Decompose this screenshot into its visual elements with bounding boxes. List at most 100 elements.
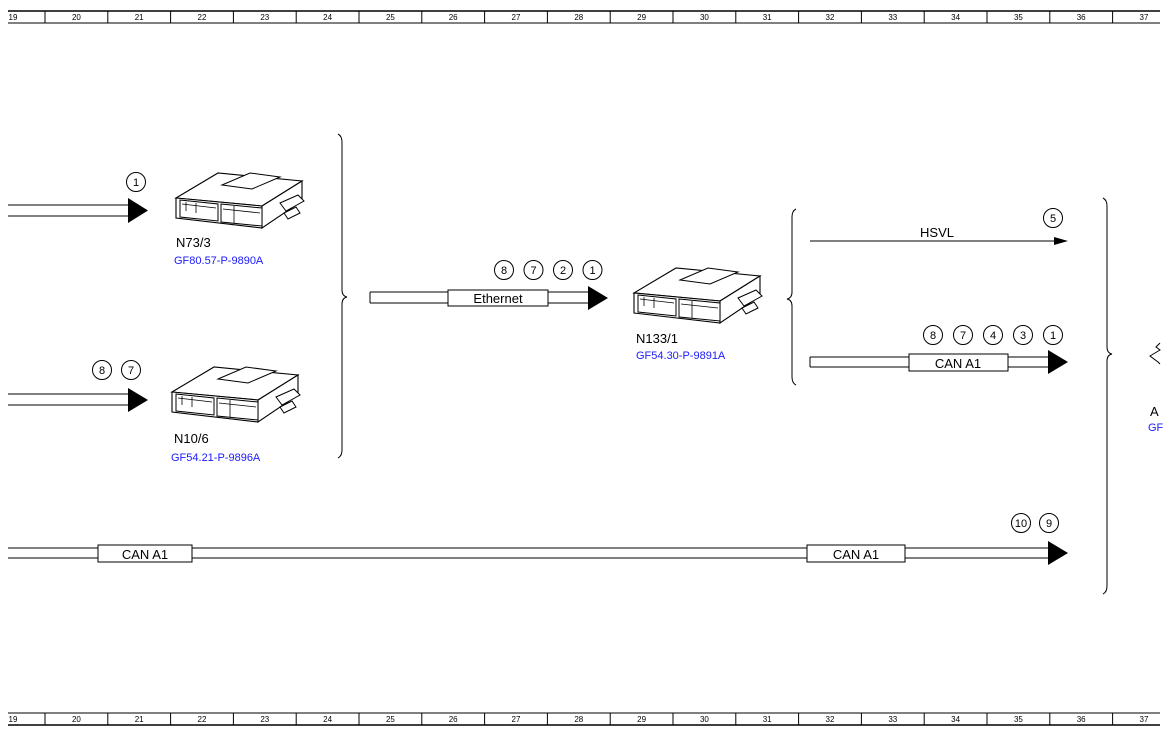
- module-ref-n133[interactable]: GF54.30-P-9891A: [636, 350, 726, 362]
- ethernet-label: Ethernet: [473, 291, 523, 306]
- top-ruler-number: 19: [9, 13, 18, 22]
- can-a1-upper-line: [809, 350, 1068, 374]
- brace-right: [1102, 197, 1113, 595]
- marker-number: 2: [560, 265, 566, 277]
- marker-group-n73: 1: [126, 172, 146, 192]
- marker-number: 1: [133, 177, 139, 189]
- bottom-ruler-number: 37: [1140, 715, 1149, 724]
- partial-module-icon: [1149, 342, 1161, 365]
- brace-middle: [786, 208, 797, 386]
- marker-number: 7: [960, 330, 966, 342]
- module-name-n133: N133/1: [636, 331, 678, 346]
- top-ruler-number: 26: [449, 13, 458, 22]
- top-ruler-number: 21: [135, 13, 144, 22]
- marker-circle: [983, 325, 1003, 345]
- top-ruler-number: 23: [260, 13, 269, 22]
- marker-circle: [1043, 208, 1063, 228]
- top-ruler-number: 24: [323, 13, 332, 22]
- bottom-ruler-number: 22: [198, 715, 207, 724]
- top-ruler-number: 32: [826, 13, 835, 22]
- marker-group-can-bottom: 10 9: [1011, 513, 1059, 533]
- bottom-ruler-number: 32: [826, 715, 835, 724]
- module-ref-n73[interactable]: GF80.57-P-9890A: [174, 255, 264, 267]
- bottom-ruler-number: 27: [512, 715, 521, 724]
- arrow-icon: [128, 198, 148, 223]
- arrow-icon: [588, 286, 608, 310]
- marker-number: 8: [930, 330, 936, 342]
- marker-number: 8: [501, 265, 507, 277]
- top-ruler-number: 33: [888, 13, 897, 22]
- module-ref-partial[interactable]: GF: [1148, 422, 1164, 434]
- bottom-ruler-number: 21: [135, 715, 144, 724]
- n73-input-line: [8, 198, 148, 223]
- bottom-ruler-number: 23: [260, 715, 269, 724]
- marker-number: 9: [1046, 518, 1052, 530]
- bottom-ruler-number: 28: [574, 715, 583, 724]
- marker-number: 3: [1020, 330, 1026, 342]
- marker-circle: [553, 260, 573, 280]
- top-ruler-number: 22: [198, 13, 207, 22]
- top-ruler-number: 30: [700, 13, 709, 22]
- can-a1-upper-label: CAN A1: [935, 356, 981, 371]
- n10-input-line: [8, 388, 148, 412]
- top-ruler-number: 25: [386, 13, 395, 22]
- top-ruler-number: 31: [763, 13, 772, 22]
- marker-circle: [92, 360, 112, 380]
- marker-circle: [121, 360, 141, 380]
- bottom-ruler-number: 20: [72, 715, 81, 724]
- marker-circle: [953, 325, 973, 345]
- module-name-n10: N10/6: [174, 431, 209, 446]
- arrow-icon: [1048, 541, 1068, 565]
- module-name-partial: A: [1150, 404, 1159, 419]
- marker-number: 10: [1015, 518, 1027, 530]
- hsvl-line: [810, 237, 1068, 245]
- marker-number: 8: [99, 365, 105, 377]
- marker-number: 1: [1050, 330, 1056, 342]
- marker-circle: [494, 260, 514, 280]
- bottom-ruler-number: 36: [1077, 715, 1086, 724]
- top-ruler-number: 37: [1140, 13, 1149, 22]
- marker-number: 7: [530, 265, 536, 277]
- can-a1-lower-right-label: CAN A1: [833, 547, 879, 562]
- marker-group-hsvl: 5: [1043, 208, 1063, 228]
- can-a1-lower-line: [8, 541, 1068, 565]
- marker-group-ethernet: 8 7 2 1: [494, 260, 603, 280]
- module-ref-n10[interactable]: GF54.21-P-9896A: [171, 452, 261, 464]
- bottom-ruler-number: 34: [951, 715, 960, 724]
- marker-number: 1: [589, 265, 595, 277]
- bottom-ruler-number: 29: [637, 715, 646, 724]
- bottom-ruler-number: 35: [1014, 715, 1023, 724]
- marker-circle: [523, 260, 544, 280]
- marker-number: 5: [1050, 213, 1056, 225]
- bottom-ruler-number: 25: [386, 715, 395, 724]
- bottom-ruler-number: 30: [700, 715, 709, 724]
- top-ruler-number: 35: [1014, 13, 1023, 22]
- marker-circle: [1043, 325, 1063, 345]
- marker-circle: [923, 325, 943, 345]
- bottom-ruler-number: 33: [888, 715, 897, 724]
- top-ruler-number: 29: [637, 13, 646, 22]
- module-name-n73: N73/3: [176, 235, 211, 250]
- marker-circle: [1039, 513, 1059, 533]
- top-ruler-number: 20: [72, 13, 81, 22]
- top-ruler-number: 27: [512, 13, 521, 22]
- top-ruler-number: 36: [1077, 13, 1086, 22]
- arrow-icon: [128, 388, 148, 412]
- bottom-ruler-number: 26: [449, 715, 458, 724]
- top-ruler-number: 34: [951, 13, 960, 22]
- marker-group-can-top: 8 7 4 3 1: [923, 325, 1063, 345]
- bottom-ruler-number: 31: [763, 715, 772, 724]
- arrow-icon: [1048, 350, 1068, 374]
- ecu-module-n73: [175, 172, 305, 229]
- bottom-ruler-number: 19: [9, 715, 18, 724]
- marker-circle: [1013, 325, 1033, 345]
- can-a1-lower-left-label: CAN A1: [122, 547, 168, 562]
- ecu-module-n133: [633, 267, 763, 324]
- ethernet-line: [369, 286, 608, 310]
- ecu-module-n10: [171, 366, 301, 423]
- marker-number: 4: [990, 330, 996, 342]
